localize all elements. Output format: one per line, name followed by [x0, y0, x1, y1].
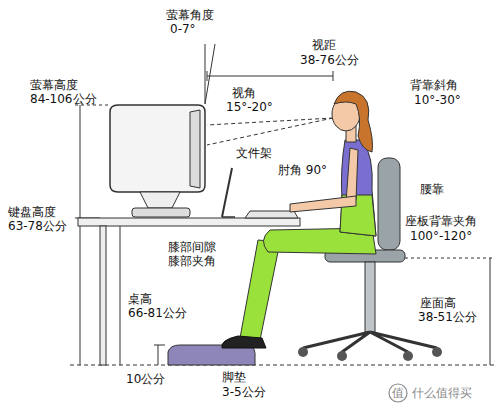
part-label: 文件架 [236, 146, 272, 160]
dimension-value: 84-106公分 [30, 92, 97, 106]
dimension-value: 3-5公分 [222, 385, 266, 399]
dimension-value: 38-76公分 [300, 53, 359, 67]
dimension-label: 萤幕高度 [30, 78, 78, 92]
watermark: 什么值得买 [412, 386, 472, 400]
angle-label: 肘角 90° [278, 163, 327, 177]
dimension-value: 66-81公分 [128, 306, 187, 320]
part-label: 腰靠 [420, 182, 444, 196]
dimension-label: 萤幕角度 [166, 8, 214, 22]
part-label: 膝部间隙 [168, 240, 216, 254]
dimension-label: 视角 [232, 86, 256, 100]
part-label: 膝部夹角 [168, 254, 216, 268]
dimension-label: 背靠斜角 [410, 78, 458, 92]
dimension-label: 桌高 [128, 292, 152, 306]
dimension-value: 10公分 [126, 372, 165, 386]
angle-label: 座板背靠夹角 [405, 214, 477, 228]
dimension-label: 键盘高度 [8, 205, 56, 219]
dimension-value: 38-51公分 [418, 310, 477, 324]
watermark: 值 [392, 386, 404, 400]
angle-value: 0-7° [170, 22, 196, 36]
dimension-label: 视距 [312, 38, 336, 52]
angle-value: 10°-30° [414, 93, 461, 107]
dimension-value: 63-78公分 [8, 219, 67, 233]
angle-value: 15°-20° [226, 100, 273, 114]
part-label: 脚垫 [222, 370, 246, 384]
angle-value: 100°-120° [410, 229, 472, 243]
dimension-label: 座面高 [420, 296, 456, 310]
